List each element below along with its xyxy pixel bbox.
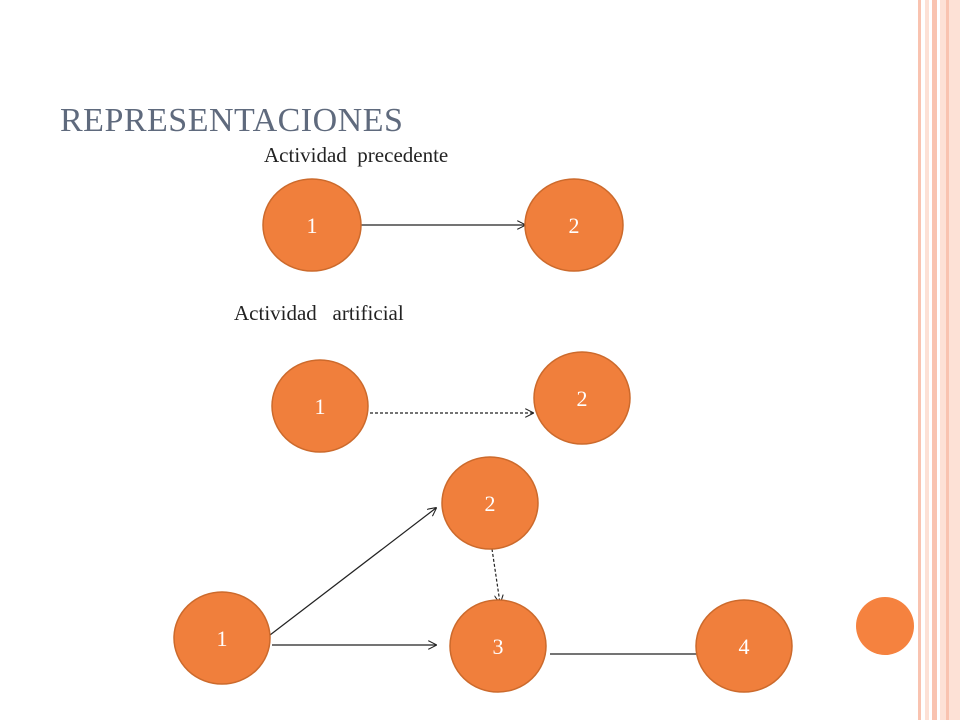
node-b2-label: 2	[577, 386, 588, 411]
node-c3: 3	[449, 599, 547, 693]
node-b1: 1	[271, 359, 369, 453]
frame-stripe-2	[925, 0, 929, 720]
accent-dot	[856, 597, 914, 655]
frame-stripe-3	[932, 0, 937, 720]
node-b2: 2	[533, 351, 631, 445]
page-title: REPRESENTACIONES	[60, 102, 404, 139]
edge-c1-c2	[269, 508, 436, 636]
node-c2-label: 2	[485, 491, 496, 516]
node-c4: 4	[695, 599, 793, 693]
node-a1-label: 1	[307, 213, 318, 238]
frame-stripe-5	[946, 0, 949, 720]
node-a2: 2	[524, 178, 624, 272]
node-c4-label: 4	[739, 634, 750, 659]
edge-c2-c3	[491, 548, 500, 603]
node-a2-label: 2	[569, 213, 580, 238]
frame-stripe-4	[940, 0, 960, 720]
node-b1-label: 1	[315, 394, 326, 419]
label-precedente: Actividad precedente	[264, 143, 449, 167]
node-c2: 2	[441, 456, 539, 550]
node-c3-label: 3	[493, 634, 504, 659]
label-artificial: Actividad artificial	[234, 301, 404, 325]
node-a1: 1	[262, 178, 362, 272]
node-c1-label: 1	[217, 626, 228, 651]
node-c1: 1	[173, 591, 271, 685]
frame-stripe-1	[918, 0, 921, 720]
